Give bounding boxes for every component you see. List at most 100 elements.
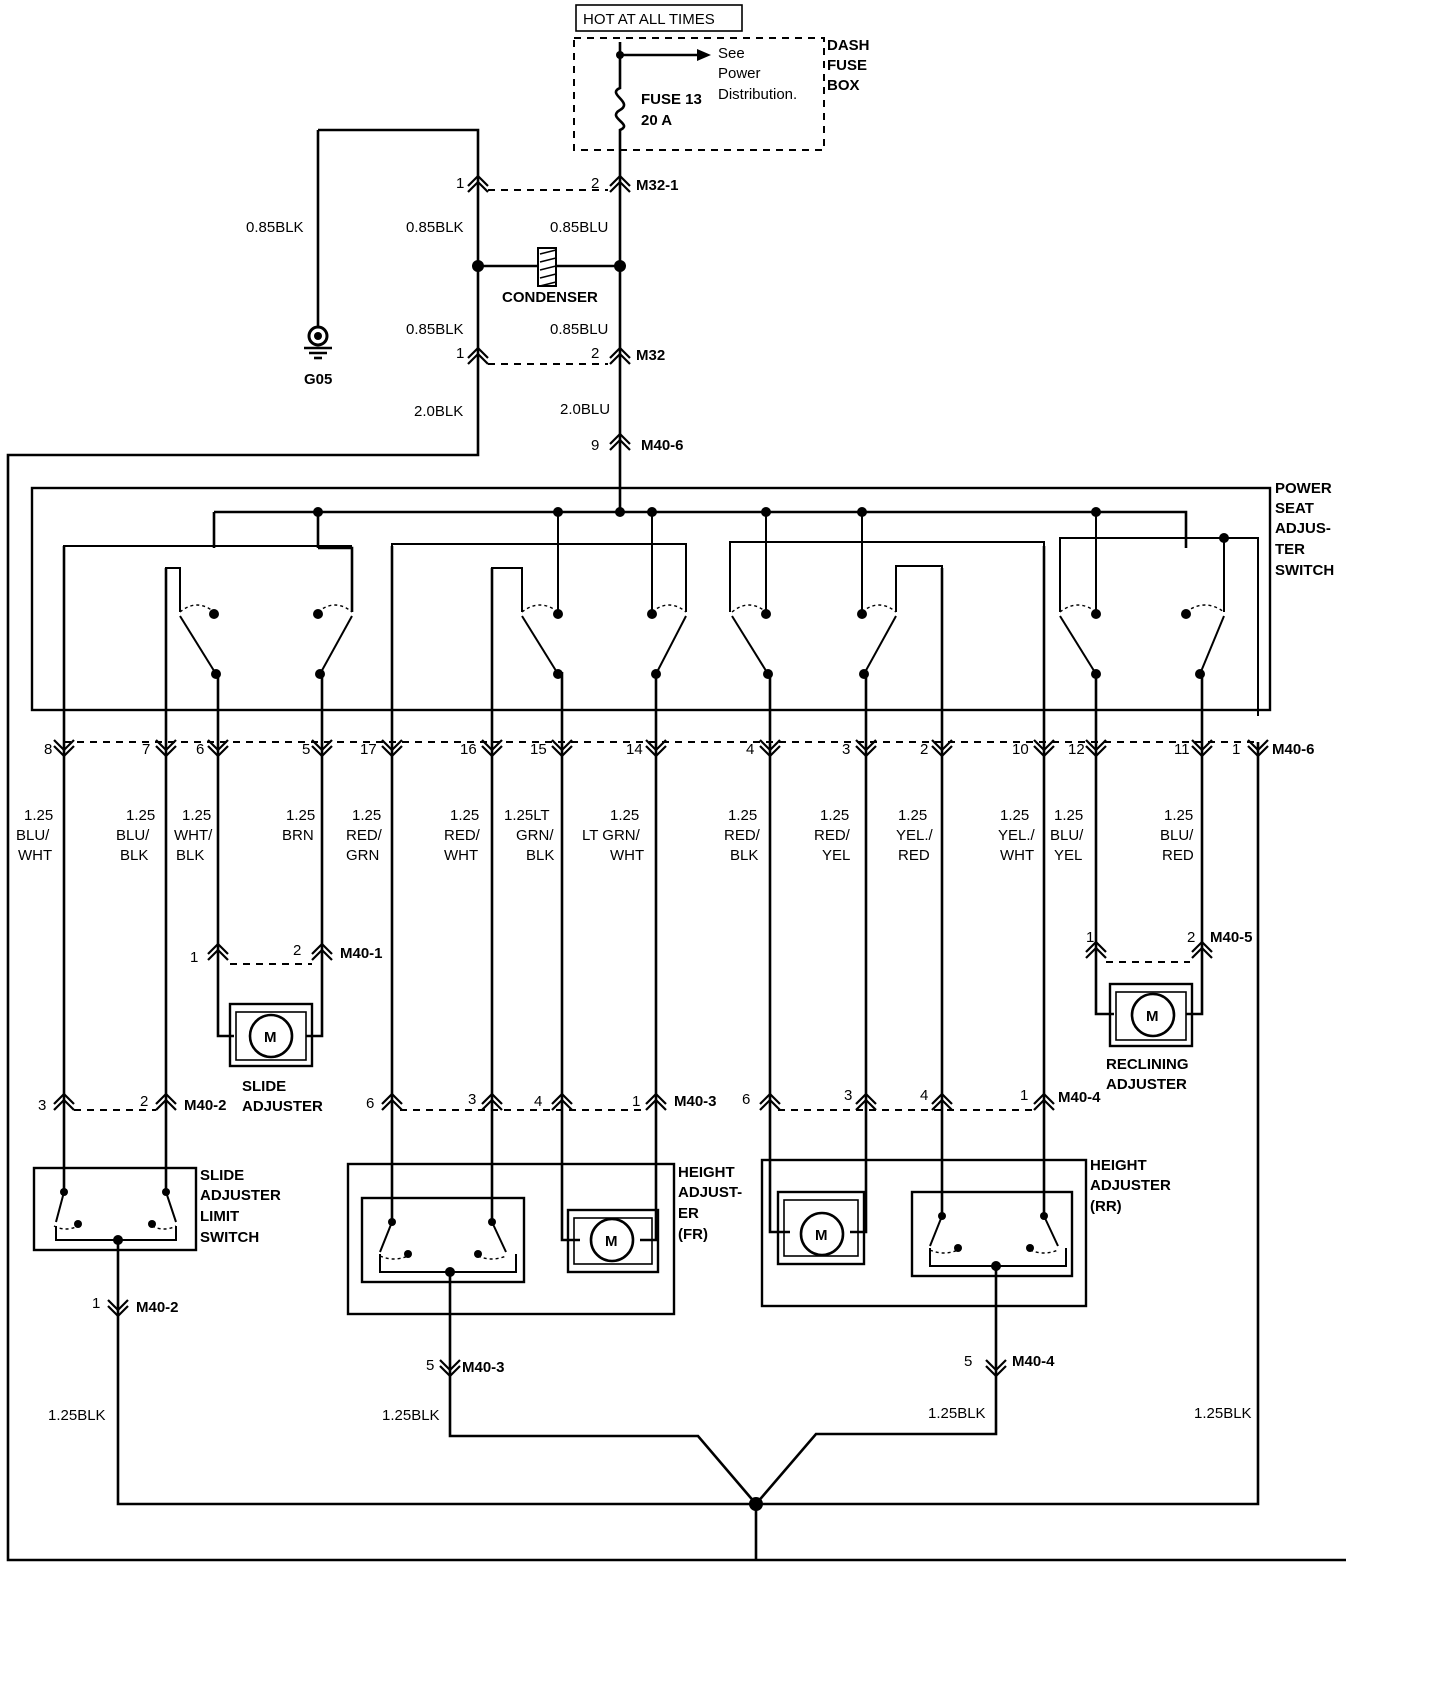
- svg-text:1: 1: [1020, 1087, 1028, 1104]
- svg-text:2: 2: [591, 345, 599, 362]
- wire-color-label: BLK: [526, 847, 554, 864]
- switch-internals: [63, 507, 1259, 716]
- wire-color-label: RED: [898, 847, 930, 864]
- wire-color-label: 1.25: [286, 807, 315, 824]
- svg-text:ER: ER: [678, 1205, 699, 1222]
- pin-number: 11: [1174, 741, 1190, 758]
- wire-color-label: BLK: [176, 847, 204, 864]
- height-adjuster-fr: M HEIGHT ADJUST- ER (FR) 5 M40-3 1.25BLK: [346, 1110, 757, 1505]
- wire-color-label: WHT: [444, 847, 478, 864]
- wire-color-label: 1.25: [126, 807, 155, 824]
- ground-g05: G05: [304, 325, 332, 388]
- svg-text:4: 4: [920, 1087, 928, 1104]
- wire-color-label: BLU/: [116, 827, 150, 844]
- wire-color-label: 1.25: [352, 807, 381, 824]
- wire-color-label: YEL: [822, 847, 850, 864]
- svg-text:5: 5: [426, 1357, 434, 1374]
- wire-color-label: 1.25: [1054, 807, 1083, 824]
- svg-text:M: M: [264, 1029, 277, 1046]
- svg-text:M40-2: M40-2: [136, 1299, 179, 1316]
- pin-number: 6: [196, 741, 204, 758]
- svg-text:HEIGHT: HEIGHT: [1090, 1157, 1147, 1174]
- wire-label: 0.85BLK: [406, 321, 464, 338]
- svg-text:M40-3: M40-3: [674, 1093, 717, 1110]
- wire-color-label: YEL./: [998, 827, 1036, 844]
- svg-text:(RR): (RR): [1090, 1198, 1122, 1215]
- wire-label: 0.85BLK: [246, 219, 304, 236]
- wire-label: 0.85BLK: [406, 219, 464, 236]
- svg-text:1.25BLK: 1.25BLK: [928, 1405, 986, 1422]
- svg-text:6: 6: [742, 1091, 750, 1108]
- wire-color-label: YEL./: [896, 827, 934, 844]
- svg-text:ADJUSTER: ADJUSTER: [1106, 1076, 1187, 1093]
- wire-columns: 1.25BLU/WHT1.25BLU/BLK1.25WHT/BLK1.25BRN…: [16, 546, 1204, 1110]
- wire-label: 0.85BLU: [550, 321, 608, 338]
- pin-number: 10: [1012, 741, 1029, 758]
- svg-text:M: M: [1146, 1008, 1159, 1025]
- svg-text:1: 1: [190, 949, 198, 966]
- svg-text:SLIDE: SLIDE: [242, 1078, 286, 1095]
- svg-text:LIMIT: LIMIT: [200, 1208, 239, 1225]
- wire-color-label: GRN/: [516, 827, 554, 844]
- pin-number: 17: [360, 741, 377, 758]
- ground-return: 1.25BLK: [749, 742, 1260, 1560]
- wire-color-label: 1.25LT: [504, 807, 550, 824]
- pin-number: 3: [842, 741, 850, 758]
- svg-text:2: 2: [293, 942, 301, 959]
- pin-number: 7: [142, 741, 150, 758]
- svg-text:3: 3: [38, 1097, 46, 1114]
- svg-text:M: M: [605, 1233, 618, 1250]
- svg-text:Power: Power: [718, 65, 761, 82]
- pin-number: 2: [920, 741, 928, 758]
- svg-text:HOT AT ALL TIMES: HOT AT ALL TIMES: [583, 11, 715, 28]
- dash-fuse-box: DASH FUSE BOX See Power Distribution.: [573, 37, 870, 151]
- wire-color-label: 1.25: [898, 807, 927, 824]
- svg-text:9: 9: [591, 437, 599, 454]
- wire-color-label: BLU/: [1160, 827, 1194, 844]
- wire-label: 2.0BLU: [560, 401, 610, 418]
- svg-text:2: 2: [140, 1093, 148, 1110]
- slide-adjuster: 1 2 M40-1 M SLIDE ADJUSTER: [190, 942, 383, 1115]
- svg-text:2: 2: [591, 175, 599, 192]
- connector-m40-6-feed: 9 M40-6: [591, 432, 684, 454]
- svg-text:1.25BLK: 1.25BLK: [382, 1407, 440, 1424]
- svg-text:HEIGHT: HEIGHT: [678, 1164, 735, 1181]
- svg-text:See: See: [718, 45, 745, 62]
- reclining-adjuster: 1 2 M40-5 M RECLINING ADJUSTER: [1085, 929, 1253, 1093]
- wire-color-label: 1.25: [1000, 807, 1029, 824]
- wire-color-label: LT GRN/: [582, 827, 641, 844]
- svg-text:M40-6: M40-6: [641, 437, 684, 454]
- wire-color-label: BLK: [120, 847, 148, 864]
- svg-text:2: 2: [1187, 929, 1195, 946]
- svg-text:6: 6: [366, 1095, 374, 1112]
- pin-number: 15: [530, 741, 547, 758]
- wire-color-label: WHT: [610, 847, 644, 864]
- svg-text:POWER: POWER: [1275, 480, 1332, 497]
- fuse-13: FUSE 13 20 A: [614, 42, 702, 170]
- power-seat-wiring-diagram: HOT AT ALL TIMES DASH FUSE BOX See Power…: [6, 4, 1346, 1562]
- svg-text:BOX: BOX: [827, 77, 860, 94]
- svg-text:RECLINING: RECLINING: [1106, 1056, 1189, 1073]
- svg-text:ADJUSTER: ADJUSTER: [1090, 1177, 1171, 1194]
- wire-color-label: WHT: [1000, 847, 1034, 864]
- pin-number: 1: [1232, 741, 1240, 758]
- svg-text:FUSE: FUSE: [827, 57, 867, 74]
- wire-color-label: GRN: [346, 847, 379, 864]
- wire-color-label: 1.25: [450, 807, 479, 824]
- connector-m40-3: 6 3 4 1 M40-3: [366, 1091, 717, 1112]
- wire-color-label: RED/: [724, 827, 761, 844]
- svg-text:1.25BLK: 1.25BLK: [1194, 1405, 1252, 1422]
- svg-text:M40-4: M40-4: [1058, 1089, 1101, 1106]
- svg-text:1: 1: [632, 1093, 640, 1110]
- svg-text:SWITCH: SWITCH: [1275, 562, 1334, 579]
- wire-color-label: RED/: [814, 827, 851, 844]
- svg-text:M40-1: M40-1: [340, 945, 383, 962]
- svg-text:1: 1: [456, 345, 464, 362]
- svg-text:M: M: [815, 1227, 828, 1244]
- hot-at-all-times-box: HOT AT ALL TIMES: [575, 4, 743, 32]
- svg-text:G05: G05: [304, 371, 332, 388]
- slide-adjuster-limit-switch: SLIDE ADJUSTER LIMIT SWITCH 1 M40-2 1.25…: [32, 1110, 756, 1506]
- svg-text:1.25BLK: 1.25BLK: [48, 1407, 106, 1424]
- svg-text:CONDENSER: CONDENSER: [502, 289, 598, 306]
